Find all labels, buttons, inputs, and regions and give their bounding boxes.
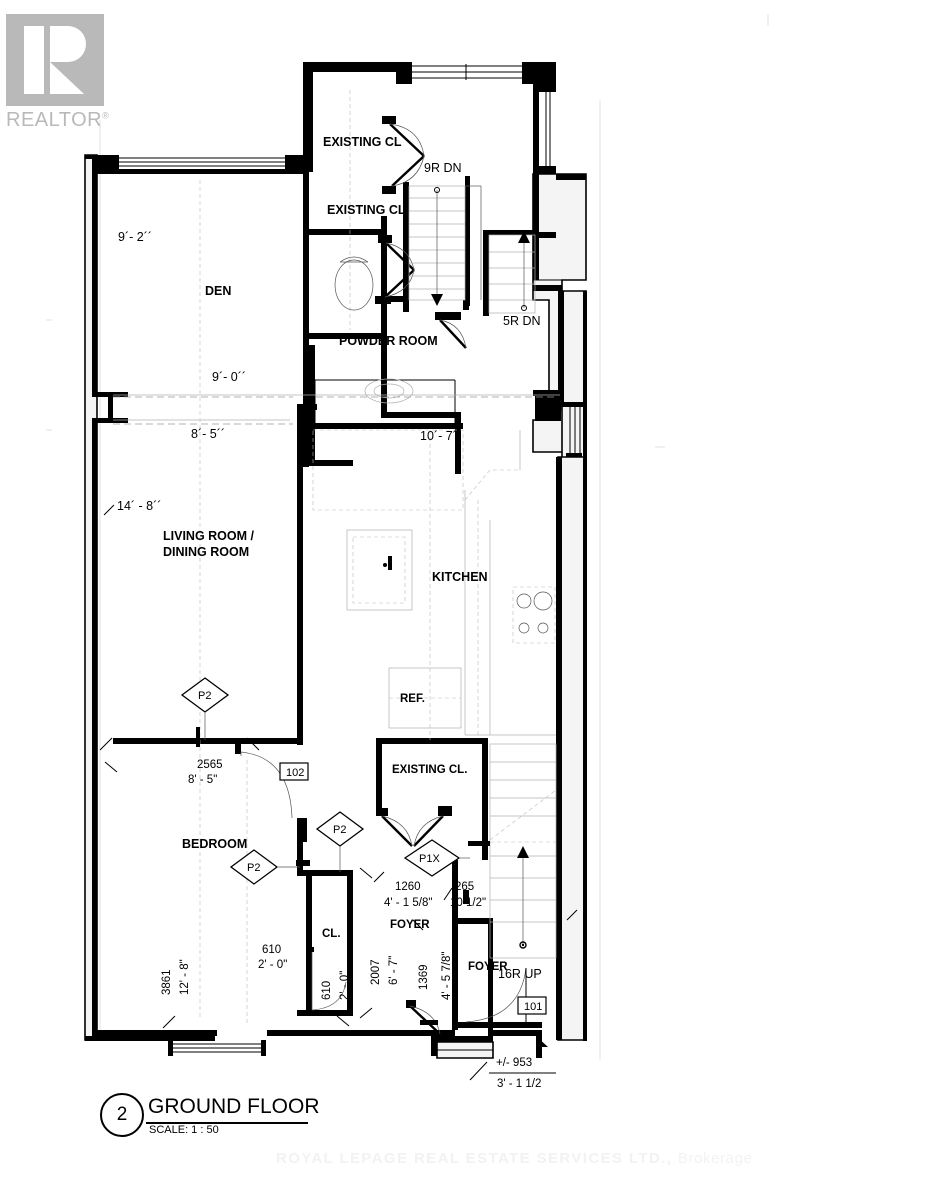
room-label-existing-cl-top: EXISTING CL — [323, 135, 402, 149]
dim-entry-imperial: 3' - 1 1/2 — [497, 1078, 541, 1090]
room-label-foyer-upper: FOYER — [390, 919, 430, 931]
dim-foyer-width-metric: 1260 — [395, 881, 421, 893]
room-label-den: DEN — [205, 284, 231, 298]
room-label-closet-bedroom: CL. — [322, 928, 341, 940]
title-underline — [146, 1122, 308, 1124]
kitchen-counters — [464, 430, 556, 736]
room-label-powder-room: POWDER ROOM — [339, 334, 438, 348]
dim-foyer-depth-metric: 1369 — [418, 964, 430, 990]
room-label-existing-cl-mid: EXISTING CL — [327, 203, 406, 217]
stair-5r-dn: 5R DN — [488, 231, 541, 328]
floor-hatching — [113, 90, 560, 1025]
dim-den-width-low: 8´- 5´´ — [191, 427, 225, 441]
wall-assembly — [84, 62, 587, 1059]
dim-closet-door: 610 2' - 0" — [258, 944, 287, 971]
partition-tag-p2-living: P2 — [180, 677, 230, 740]
p1x-foyer-label: P1X — [419, 853, 440, 865]
right-upper-window — [533, 84, 556, 174]
door-tag-101: 101 — [517, 996, 547, 1015]
dim-den-width-mid: 9´- 0´´ — [212, 370, 246, 384]
detail-number-bubble: 2 — [100, 1093, 144, 1137]
dim-powder-width: 10´- 7´´ — [420, 429, 461, 443]
dim-bedroom-depth: 3861 12' - 8" — [104, 761, 191, 1029]
stair-9r-dn-label: 9R DN — [424, 161, 462, 175]
door-tag-102-label: 102 — [286, 767, 304, 779]
toilet-fixture — [334, 256, 374, 311]
door-102-swing — [235, 744, 293, 819]
room-label-kitchen: KITCHEN — [432, 570, 488, 584]
dim-closet-depth-imperial: 6' - 7" — [388, 956, 400, 985]
den-window — [97, 155, 307, 169]
room-label-refrigerator: REF. — [400, 693, 425, 705]
door-tag-102: 102 — [279, 762, 309, 781]
dim-closet-door-imperial: 2' - 0" — [258, 959, 287, 971]
cooktop-fixture — [512, 586, 556, 644]
sheet-title: GROUND FLOOR — [148, 1095, 320, 1118]
dim-closet-door-metric: 610 — [262, 944, 281, 956]
dim-foyer-depth-imperial: 4' - 5 7/8" — [441, 952, 453, 1000]
refrigerator-fixture — [388, 667, 462, 729]
dim-bedroom-depth-metric: 3861 — [161, 969, 173, 995]
dim-closet-depth: 2007 6' - 7" — [359, 867, 400, 1019]
dimension-ticks — [103, 504, 578, 921]
dim-entry-metric: +/- 953 — [496, 1057, 532, 1069]
partition-tag-p1x-foyer: P1X — [403, 839, 470, 877]
p2-living-label: P2 — [198, 690, 211, 702]
room-label-living-dining-1: LIVING ROOM / — [163, 529, 255, 543]
stair-16r-up: 16R UP — [468, 743, 557, 981]
sink-fixture — [364, 378, 414, 404]
dim-foyer-width-imperial: 4' - 1 5/8" — [384, 897, 432, 909]
door-tag-101-label: 101 — [524, 1001, 542, 1013]
dim-bedroom-depth-imperial: 12' - 8" — [179, 959, 191, 995]
utility-outline — [312, 429, 464, 511]
room-label-existing-cl-lower: EXISTING CL. — [392, 764, 467, 776]
room-label-foyer-lower: FOYER — [468, 961, 508, 973]
kitchen-island — [346, 529, 413, 611]
dim-entry-width: +/- 953 3' - 1 1/2 — [469, 1057, 556, 1090]
partition-tag-p2-bedroom-a: P2 — [315, 811, 365, 872]
stair-16r-up-label: 16R UP — [498, 967, 542, 981]
room-label-bedroom: BEDROOM — [182, 837, 247, 851]
dim-closet-door2-metric: 610 — [321, 981, 333, 1000]
dim-living-width: 14´ - 8´´ — [117, 499, 161, 513]
dim-foyer-jog-metric: 265 — [455, 881, 474, 893]
partition-tag-p2-bedroom-b: P2 — [229, 849, 310, 885]
stair-9r-dn: 9R DN — [408, 161, 482, 306]
dim-bedroom-metric: 2565 — [197, 759, 223, 771]
dim-foyer-depth: 1369 4' - 5 7/8" — [412, 919, 453, 1025]
right-mid-window — [566, 402, 582, 458]
bedroom-window — [168, 1040, 266, 1056]
door-powder-room — [435, 312, 467, 349]
door-bedroom-closet — [306, 947, 347, 1011]
dim-bedroom-imperial: 8' - 5" — [188, 774, 217, 786]
dim-bedroom-top: 2565 8' - 5" — [99, 727, 260, 786]
p2-bedroom-b-label: P2 — [247, 862, 260, 874]
dim-foyer-width: 1260 4' - 1 5/8" 265 10 1/2" — [373, 871, 486, 909]
door-existing-cl-top — [382, 116, 425, 194]
door-existing-cl-lower — [376, 806, 452, 847]
room-label-living-dining-2: DINING ROOM — [163, 545, 249, 559]
p2-bedroom-a-label: P2 — [333, 824, 346, 836]
dim-den-width-top: 9´- 2´´ — [118, 230, 152, 244]
sheet-scale: SCALE: 1 : 50 — [149, 1124, 219, 1136]
background-underlay — [46, 14, 769, 1060]
door-lower-entry — [406, 1000, 441, 1035]
dim-closet-door2-imperial: 2' - 0" — [339, 971, 351, 1000]
stair-5r-dn-label: 5R DN — [503, 314, 541, 328]
dim-closet-door-2: 610 2' - 0" — [321, 971, 351, 1027]
dim-closet-depth-metric: 2007 — [370, 959, 382, 985]
top-window — [396, 62, 554, 84]
